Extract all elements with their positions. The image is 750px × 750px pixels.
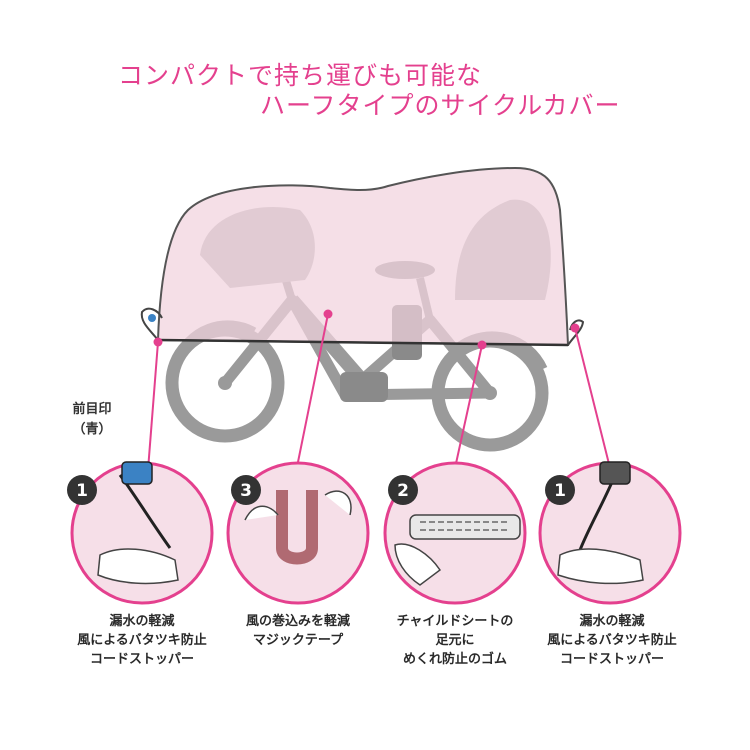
detail-circle-4 (538, 461, 682, 605)
caption-line: 漏水の軽減 (109, 614, 175, 629)
caption-line: 風によるバタツキ防止 (77, 633, 207, 648)
front-cord (140, 307, 163, 341)
drive-unit (340, 372, 388, 402)
caption-line: 風によるバタツキ防止 (547, 633, 677, 648)
caption-line: 足元に (435, 633, 475, 648)
leader-dots (153, 309, 580, 350)
detail-caption-4: 漏水の軽減 風によるバタツキ防止 コードストッパー (532, 612, 692, 669)
detail-circle-1 (67, 461, 214, 605)
number-badges: 1 3 2 1 (76, 481, 566, 501)
headline-line-1: コンパクトで持ち運びも可能な (118, 61, 483, 90)
front-marker-line-1: 前目印 (72, 402, 112, 417)
detail-circle-2 (226, 461, 370, 605)
caption-line: マジックテープ (252, 633, 344, 648)
front-marker-label: 前目印 （青） (62, 400, 122, 440)
caption-line: 風の巻込みを軽減 (245, 614, 350, 629)
headline-line-2: ハーフタイプのサイクルカバー (260, 91, 621, 120)
detail-number-1: 1 (76, 481, 88, 501)
cover-hem (157, 338, 569, 347)
leader-lines (147, 313, 611, 471)
caption-line: コードストッパー (89, 652, 194, 667)
detail-number-3: 2 (397, 481, 409, 501)
detail-number-4: 1 (554, 481, 566, 501)
caption-line: めくれ防止のゴム (402, 652, 507, 667)
cycle-cover (156, 166, 570, 347)
caption-line: コードストッパー (559, 652, 664, 667)
detail-caption-1: 漏水の軽減 風によるバタツキ防止 コードストッパー (62, 612, 222, 669)
detail-caption-2: 風の巻込みを軽減 マジックテープ (222, 612, 374, 650)
front-blue-marker-icon (148, 314, 156, 322)
detail-number-2: 3 (240, 481, 252, 501)
caption-line: チャイルドシートの (396, 614, 514, 629)
detail-caption-3: チャイルドシートの 足元に めくれ防止のゴム (380, 612, 530, 669)
front-marker-line-2: （青） (72, 422, 112, 437)
caption-line: 漏水の軽減 (579, 614, 645, 629)
detail-circle-3 (383, 461, 527, 605)
